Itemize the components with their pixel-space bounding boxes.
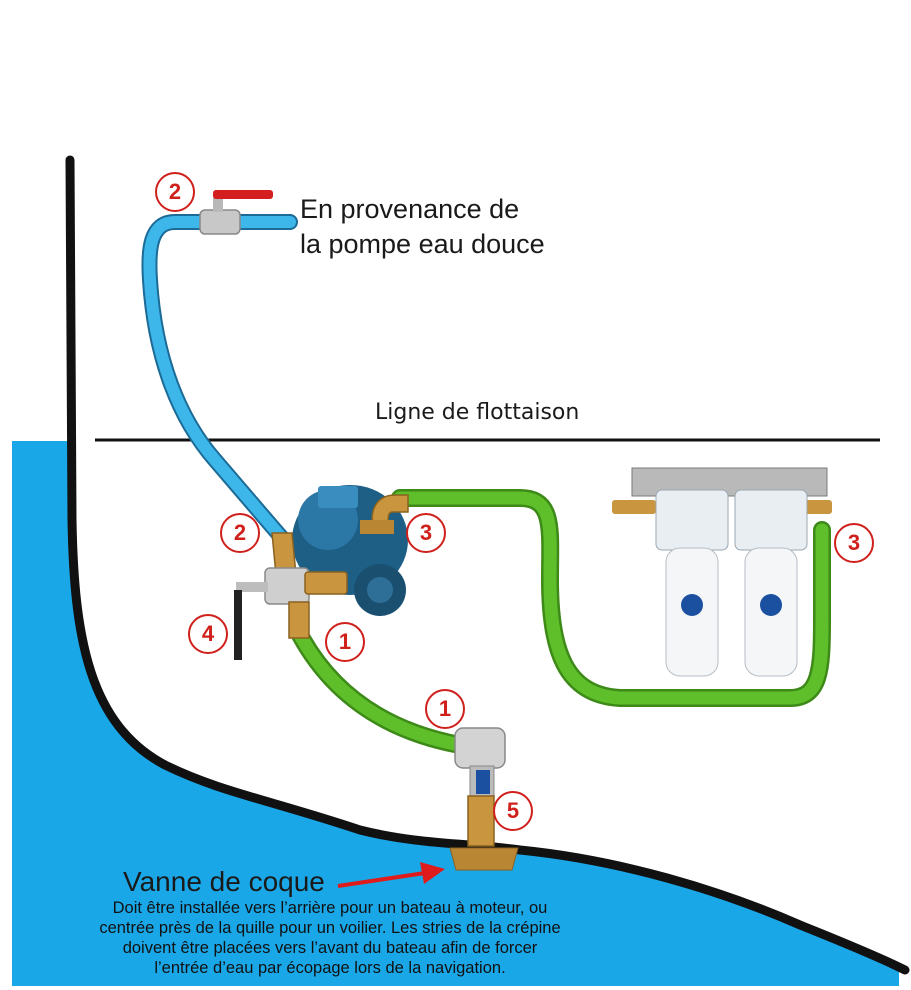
arrow-icon <box>337 862 445 888</box>
hull-valve-description: Doit être installée vers l’arrière pour … <box>20 898 640 978</box>
source-line-1: En provenance de <box>300 194 520 224</box>
water <box>12 441 899 986</box>
desc-line-1: Doit être installée vers l’arrière pour … <box>112 899 548 917</box>
marker-2-top: 2 <box>155 172 195 212</box>
ball-valve-icon <box>199 190 273 235</box>
marker-1-pump: 1 <box>325 622 365 662</box>
waterline-label: Ligne de flottaison <box>375 400 580 425</box>
pump-icon <box>292 485 409 616</box>
desc-line-2: centrée près de la quille pour un voilie… <box>99 919 561 937</box>
filter-housing-icon <box>612 467 832 677</box>
desc-line-3: doivent être placées vers l’avant du bat… <box>122 939 538 957</box>
source-line-2: la pompe eau douce <box>300 229 545 259</box>
three-way-valve-icon <box>234 532 348 660</box>
desc-line-4: l’entrée d’eau par écopage lors de la na… <box>154 959 506 977</box>
marker-5: 5 <box>493 791 533 831</box>
marker-2-valve: 2 <box>220 513 260 553</box>
hull <box>65 155 910 975</box>
fresh-water-source-label: En provenance de la pompe eau douce <box>300 192 545 262</box>
marker-4: 4 <box>188 614 228 654</box>
strainer-icon <box>449 727 519 871</box>
marker-1-strainer: 1 <box>425 689 465 729</box>
hull-valve-title: Vanne de coque <box>123 866 325 897</box>
marker-3-pump: 3 <box>406 513 446 553</box>
marker-3-filter: 3 <box>834 523 874 563</box>
